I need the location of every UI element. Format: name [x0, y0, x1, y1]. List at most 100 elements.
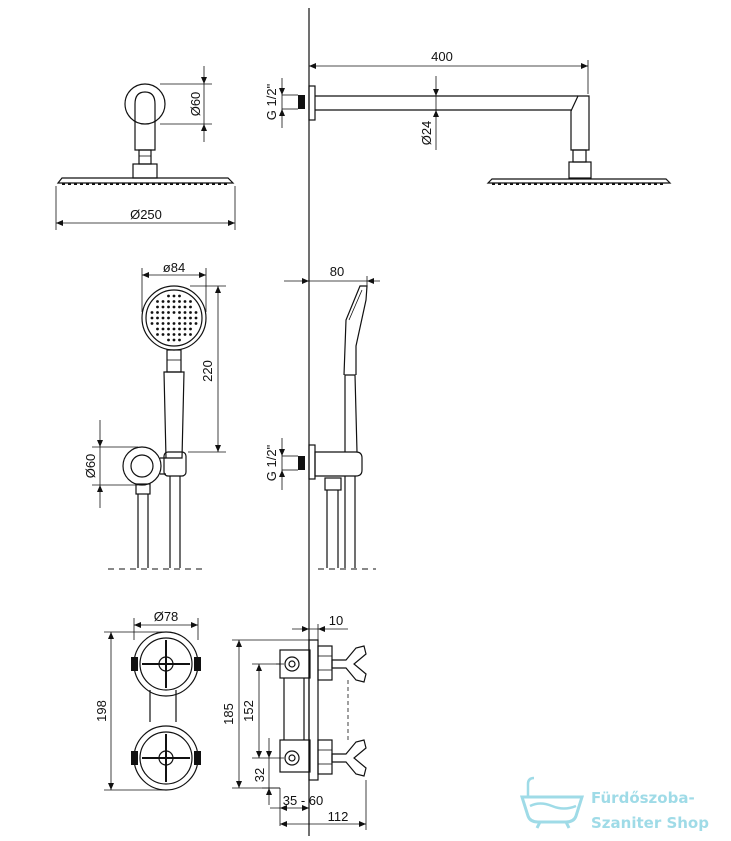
head-hub: [568, 161, 592, 179]
spray-nozzle: [156, 322, 159, 325]
spray-nozzle: [161, 327, 165, 331]
head-connector: [132, 163, 158, 179]
upper-handle-side: [317, 645, 367, 683]
head-plate: [486, 178, 672, 184]
spray-nozzle: [194, 316, 198, 320]
supply-hose: [137, 494, 149, 568]
hand-hose: [169, 476, 181, 568]
spray-nozzle: [189, 333, 192, 336]
handle: [344, 374, 358, 453]
spray-nozzle: [161, 322, 165, 325]
shower-head-side-view: 400 Ø24 G 1/2": [264, 49, 672, 185]
holder: [314, 451, 363, 477]
head-joint: [572, 149, 587, 163]
spray-nozzle: [178, 322, 181, 325]
spray-nozzle: [161, 316, 165, 320]
watermark-line-1: Fürdőszoba-: [591, 789, 695, 807]
spray-nozzle: [189, 305, 192, 309]
spray-nozzle: [189, 300, 192, 303]
holder: [163, 451, 187, 477]
spray-nozzle: [156, 316, 159, 320]
dim-thread: G 1/2": [264, 444, 279, 481]
spray-nozzle: [178, 316, 181, 320]
wall-rosette: [124, 83, 166, 125]
thread-connector: [298, 95, 305, 109]
dim-plate-thickness: 10: [329, 613, 343, 628]
upper-handle: [131, 631, 201, 697]
dim-hand-length: 220: [200, 360, 215, 382]
supply-hose: [326, 490, 339, 568]
spray-nozzle: [178, 294, 181, 298]
dim-height-outer: 185: [221, 703, 236, 725]
handle: [163, 371, 185, 459]
spray-nozzle: [189, 311, 192, 314]
spray-nozzle: [172, 300, 176, 303]
spray-nozzle: [183, 305, 187, 309]
mixer-side-view: 10 185 152 32 35 - 60 112: [221, 613, 367, 830]
dim-total-height: 198: [94, 700, 109, 722]
hand-shower-head: [343, 285, 368, 376]
hand-hose: [344, 476, 356, 568]
spray-nozzle: [183, 333, 187, 336]
dim-handle-diameter: Ø78: [154, 609, 179, 624]
spray-nozzle: [167, 316, 170, 320]
hand-shower-front-view: ø84 220 Ø60: [83, 260, 226, 570]
spray-nozzle: [150, 322, 154, 325]
dim-arm-length: 400: [431, 49, 453, 64]
dim-arm-diameter: Ø24: [419, 121, 434, 146]
body-link: [149, 690, 177, 722]
dim-height-inner: 152: [241, 700, 256, 722]
spray-nozzle: [167, 311, 170, 314]
holder-rosette: [122, 446, 162, 486]
arm-elbow: [134, 91, 156, 151]
spray-nozzle: [161, 333, 165, 336]
spray-nozzle: [194, 322, 198, 325]
outlet-nut: [324, 477, 342, 491]
spray-nozzle: [167, 294, 170, 298]
watermark-line-2: Szaniter Shop: [591, 814, 709, 832]
dim-thread: G 1/2": [264, 83, 279, 120]
spray-nozzle: [172, 322, 176, 325]
spray-nozzle: [172, 305, 176, 309]
ball-joint: [138, 149, 152, 165]
spray-nozzle: [172, 294, 176, 298]
dim-depth-total: 112: [328, 809, 349, 824]
dim-bottom-offset: 32: [252, 768, 267, 782]
spray-nozzle: [183, 311, 187, 314]
spray-nozzle: [189, 327, 192, 331]
outlet-nut: [135, 483, 151, 495]
spray-nozzle: [183, 327, 187, 331]
spray-nozzle: [172, 311, 176, 314]
lower-handle: [131, 725, 201, 791]
spray-nozzle: [156, 311, 159, 314]
arm-bend: [570, 95, 590, 151]
dim-hand-head-diameter: ø84: [163, 260, 185, 275]
spray-nozzle: [189, 322, 192, 325]
shower-head-front-view: Ø60 Ø250: [55, 66, 236, 230]
spray-nozzles: [150, 294, 198, 342]
spray-nozzle: [167, 327, 170, 331]
spray-nozzle: [189, 316, 192, 320]
spray-nozzle: [161, 300, 165, 303]
spray-nozzle: [194, 311, 198, 314]
spray-nozzle: [178, 305, 181, 309]
wall-plate: [308, 85, 316, 121]
spray-nozzle: [161, 311, 165, 314]
spray-nozzle: [183, 300, 187, 303]
spray-nozzle: [167, 322, 170, 325]
spray-nozzle: [172, 338, 176, 342]
thread-connector: [298, 456, 305, 470]
cover-plate: [308, 639, 319, 781]
spray-nozzle: [183, 316, 187, 320]
spray-nozzle: [178, 338, 181, 342]
dim-hand-wall-plate: Ø60: [83, 454, 98, 479]
spray-nozzle: [178, 311, 181, 314]
neck: [166, 349, 182, 373]
spray-nozzle: [178, 327, 181, 331]
dim-depth-range: 35 - 60: [283, 793, 323, 808]
spray-nozzle: [156, 333, 159, 336]
spray-nozzle: [156, 327, 159, 331]
spray-nozzle: [178, 300, 181, 303]
spray-nozzle: [183, 322, 187, 325]
